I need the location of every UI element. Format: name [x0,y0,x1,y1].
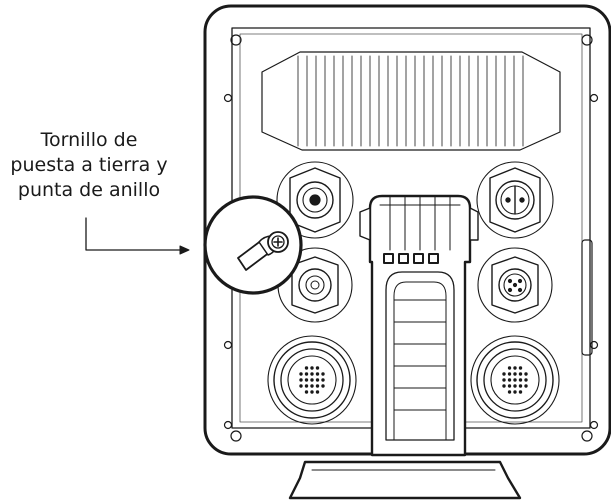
connector-coax-small [277,247,353,323]
connector-power [476,161,554,239]
connector-multipin-right [470,335,560,425]
mounting-holes [223,34,599,442]
callout-line-2: puesta a tierra y [10,154,168,176]
inner-plate [231,27,591,429]
heatsink-outline [261,51,561,151]
bracket-base [288,460,522,500]
connector-multipin-left [267,335,357,425]
heatsink-fins [297,55,524,147]
side-slot [581,239,593,356]
callout-line-1: Tornillo de [40,129,138,151]
grounding-screw-callout: Tornillo de puesta a tierra y punta de a… [4,128,174,203]
ring-terminal-screw-icon [237,231,289,271]
connector-nmea [477,247,553,323]
callout-leader [85,217,181,251]
callout-line-3: punta de anillo [17,179,161,201]
grounding-highlight-circle [203,195,303,295]
mounting-bracket [359,194,479,457]
callout-arrowhead [179,245,190,255]
